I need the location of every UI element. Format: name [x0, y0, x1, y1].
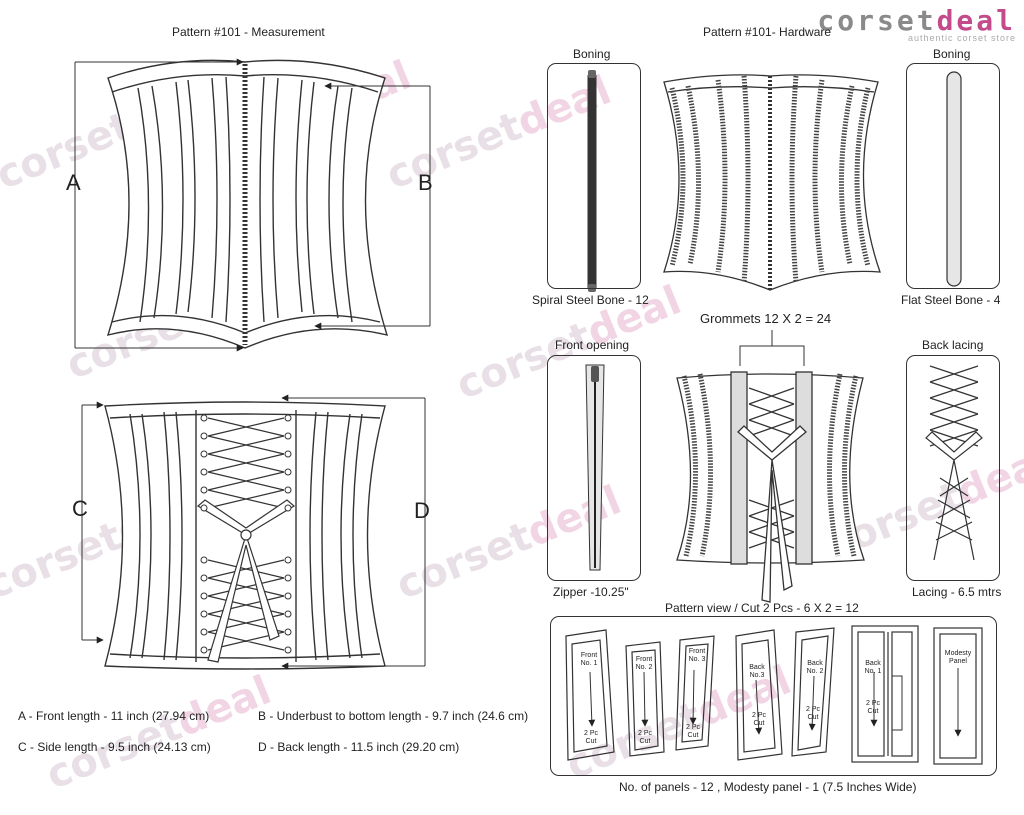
spiral-bones [669, 75, 871, 283]
panel-name: Front No. 1 [580, 652, 598, 667]
grain-arrows [588, 668, 962, 737]
lacing-drawing [925, 365, 983, 561]
dimension-label-b: B [418, 170, 433, 195]
zipper-drawing [585, 364, 605, 571]
zipper-caption: Zipper -10.25" [553, 585, 629, 599]
brand-tagline: authentic corset store [907, 33, 1016, 43]
spiral-bone-caption: Spiral Steel Bone - 12 [532, 293, 649, 307]
back-lacing-label: Back lacing [922, 338, 984, 352]
boning-left-label: Boning [573, 47, 611, 61]
panel-name: Front No. 3 [688, 648, 706, 663]
boning-right-label: Boning [933, 47, 971, 61]
lacing-caption: Lacing - 6.5 mtrs [912, 585, 1002, 599]
zipper-box [547, 355, 641, 581]
dimension-label-a: A [66, 170, 81, 195]
brand-word-a: corset [817, 4, 937, 37]
brand-word-b: deal [936, 4, 1016, 37]
grommets-caption: Grommets 12 X 2 = 24 [700, 311, 832, 326]
measurement-b: B - Underbust to bottom length - 9.7 inc… [258, 709, 529, 723]
pattern-view-footer: No. of panels - 12 , Modesty panel - 1 (… [619, 780, 917, 794]
front-opening-label: Front opening [555, 338, 630, 352]
panel-cut: 2 Pc Cut [751, 712, 766, 727]
dimension-label-d: D [414, 498, 430, 523]
measurement-c: C - Side length - 9.5 inch (24.13 cm) [18, 740, 211, 754]
pattern-view-title: Pattern view / Cut 2 Pcs - 6 X 2 = 12 [665, 601, 859, 615]
panel-name: Modesty Panel [944, 650, 972, 665]
flat-bone-caption: Flat Steel Bone - 4 [901, 293, 1001, 307]
hardware-back-drawing [676, 371, 865, 603]
measurement-d: D - Back length - 11.5 inch (29.20 cm) [258, 740, 460, 754]
hardware-corset-drawing [663, 74, 881, 291]
measurement-title: Pattern #101 - Measurement [172, 25, 325, 39]
panel-cut: 2 Pc Cut [805, 706, 820, 721]
pattern-panels [565, 625, 983, 765]
measurement-a: A - Front length - 11 inch (27.94 cm) [18, 709, 210, 723]
panel-cut: 2 Pc Cut [685, 724, 700, 739]
spiral-bone-box [547, 63, 641, 289]
panel-name: Front No. 2 [635, 656, 653, 671]
flat-bone-box [906, 63, 1000, 289]
panel-cut: 2 Pc Cut [583, 730, 598, 745]
panel-name: Back No.3 [749, 664, 765, 679]
pattern-view-box [550, 616, 997, 776]
panel-name: Back No. 2 [806, 660, 824, 675]
panel-name: Back No. 1 [864, 660, 882, 675]
panel-cut: 2 Pc Cut [865, 700, 880, 715]
back-lacing-drawing [196, 417, 296, 663]
panel-cut: 2 Pc Cut [637, 730, 652, 745]
brand-logo: corsetdeal authentic corset store [817, 4, 1016, 43]
dimension-label-c: C [72, 496, 88, 521]
hardware-title: Pattern #101- Hardware [703, 25, 832, 39]
lacing-box [906, 355, 1000, 581]
